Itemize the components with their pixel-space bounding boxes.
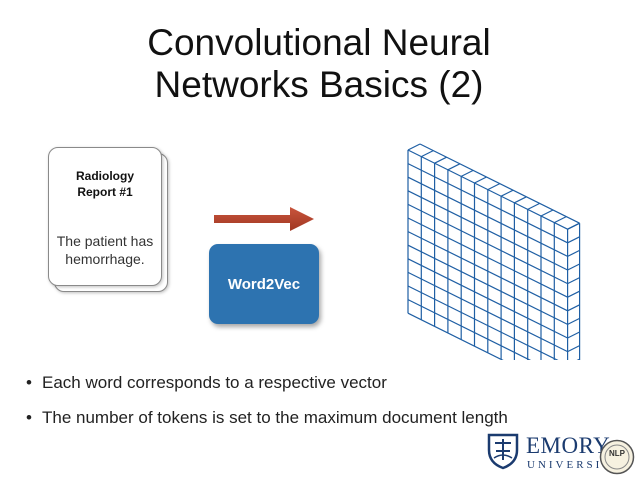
nlp-badge-logo: NLP [599,439,635,475]
bullet-list: • Each word corresponds to a respective v… [24,371,508,441]
document-title: Radiology Report #1 [49,168,161,200]
document-body: The patient has hemorrhage. [49,232,161,268]
word2vec-label: Word2Vec [227,275,301,293]
3d-grid-matrix-icon [407,143,581,360]
nlp-badge-text: NLP [609,449,626,458]
emory-wordmark: EMORY [526,433,611,458]
bullet-dot: • [26,408,32,427]
right-arrow-icon [214,207,314,231]
slide-title: Convolutional Neural Networks Basics (2) [0,22,638,106]
document-title-line-2: Report #1 [77,185,133,199]
emory-shield-logo [487,433,519,470]
word2vec-box: Word2Vec [209,244,319,324]
university-wordmark: UNIVERSITY [527,459,623,471]
document-body-line-1: The patient has [56,233,154,249]
radiology-report-document: Radiology Report #1 The patient has hemo… [48,147,162,286]
bullet-item: • The number of tokens is set to the maxi… [24,406,508,441]
bullet-item: • Each word corresponds to a respective v… [24,371,508,406]
bullet-dot: • [26,373,32,392]
title-line-2: Networks Basics (2) [154,64,484,105]
document-title-line-1: Radiology [75,169,134,183]
bullet-text: Each word corresponds to a respective ve… [42,373,387,392]
document-body-line-2: hemorrhage. [65,251,145,267]
bullet-text: The number of tokens is set to the maxim… [42,408,508,427]
title-line-1: Convolutional Neural [147,22,491,63]
